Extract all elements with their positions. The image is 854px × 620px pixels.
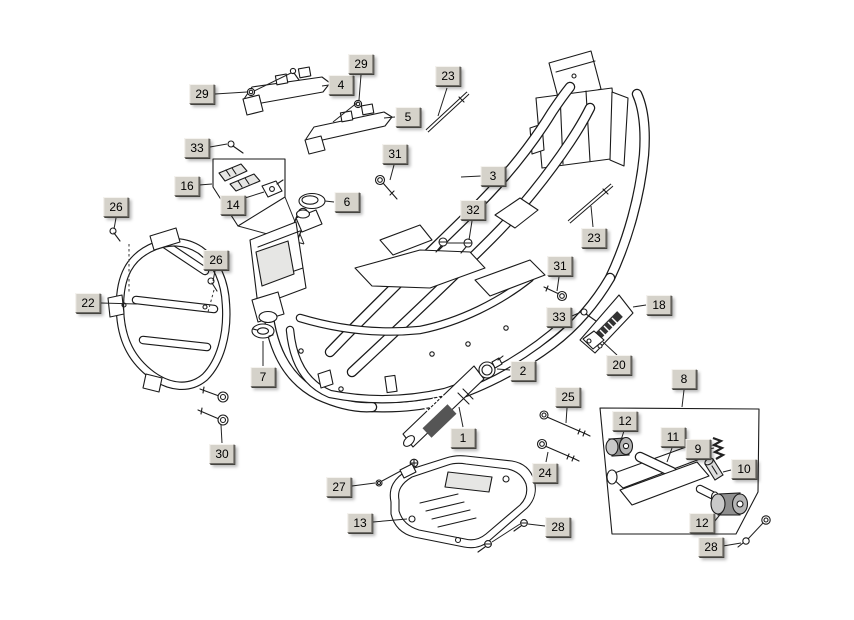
callout-16[interactable]: 16 <box>174 176 200 196</box>
callout-23-2[interactable]: 23 <box>581 228 607 248</box>
callout-12-2[interactable]: 12 <box>689 513 715 533</box>
callout-1[interactable]: 1 <box>450 428 476 448</box>
callout-3[interactable]: 3 <box>480 166 506 186</box>
callout-31-2[interactable]: 31 <box>547 256 573 276</box>
callout-29-2[interactable]: 29 <box>348 54 374 74</box>
leader-lines <box>100 72 742 547</box>
callout-11[interactable]: 11 <box>660 427 686 447</box>
callout-26-1[interactable]: 26 <box>103 197 129 217</box>
callout-8[interactable]: 8 <box>671 369 697 389</box>
callout-22[interactable]: 22 <box>75 293 101 313</box>
part-22-subframe <box>107 227 226 393</box>
callout-2[interactable]: 2 <box>510 361 536 381</box>
part-12-bushing-bottom <box>710 492 749 516</box>
callout-12-1[interactable]: 12 <box>612 411 638 431</box>
part-23-rod-right <box>567 183 614 224</box>
part-11-linkage <box>606 446 720 506</box>
part-10-pin <box>704 457 724 481</box>
callout-23-1[interactable]: 23 <box>435 66 461 86</box>
part-9-spring <box>711 436 726 460</box>
callout-33-2[interactable]: 33 <box>546 307 572 327</box>
part-25-bolt <box>539 410 591 437</box>
part-31-bolt-left <box>374 174 398 200</box>
part-13-floor-panel <box>389 455 536 549</box>
callout-6[interactable]: 6 <box>334 192 360 212</box>
callout-28-2[interactable]: 28 <box>698 537 724 557</box>
part-33-screw-right <box>580 308 597 322</box>
part-28-screws-right <box>737 515 771 548</box>
part-8-detail-box <box>599 407 760 535</box>
callout-7[interactable]: 7 <box>250 367 276 387</box>
callout-31-1[interactable]: 31 <box>382 144 408 164</box>
part-2-clamp <box>478 355 504 379</box>
part-1-boot <box>402 365 485 448</box>
callout-26-2[interactable]: 26 <box>203 250 229 270</box>
callout-4[interactable]: 4 <box>328 75 354 95</box>
part-3-main-frame <box>249 50 645 407</box>
part-12-bushing-top <box>605 436 634 457</box>
callout-20[interactable]: 20 <box>606 355 632 375</box>
callout-27[interactable]: 27 <box>326 477 352 497</box>
callout-24[interactable]: 24 <box>532 463 558 483</box>
part-28-screws-left <box>477 519 528 553</box>
part-5-bracket <box>304 103 393 155</box>
callout-9[interactable]: 9 <box>685 439 711 459</box>
callout-25[interactable]: 25 <box>555 387 581 407</box>
callout-32[interactable]: 32 <box>460 200 486 220</box>
part-6-cap <box>298 192 326 210</box>
part-24-bolt <box>536 438 580 462</box>
callout-18[interactable]: 18 <box>646 295 672 315</box>
callout-28-1[interactable]: 28 <box>545 517 571 537</box>
part-33-screw-left <box>227 140 244 154</box>
part-4-bracket <box>242 66 331 116</box>
callout-5[interactable]: 5 <box>395 107 421 127</box>
part-30-bolts <box>197 386 229 426</box>
callout-30[interactable]: 30 <box>209 444 235 464</box>
part-26-screws <box>109 227 218 313</box>
part-31-bolt-right <box>543 285 568 302</box>
callout-29-1[interactable]: 29 <box>189 84 215 104</box>
part-7-ring <box>251 323 275 339</box>
part-18-detail-box <box>579 294 634 354</box>
callout-14[interactable]: 14 <box>220 195 246 215</box>
callout-33-1[interactable]: 33 <box>184 138 210 158</box>
part-32-screws <box>435 237 473 254</box>
part-23-rod-top <box>425 91 470 133</box>
callout-13[interactable]: 13 <box>347 513 373 533</box>
callout-10[interactable]: 10 <box>731 459 757 479</box>
